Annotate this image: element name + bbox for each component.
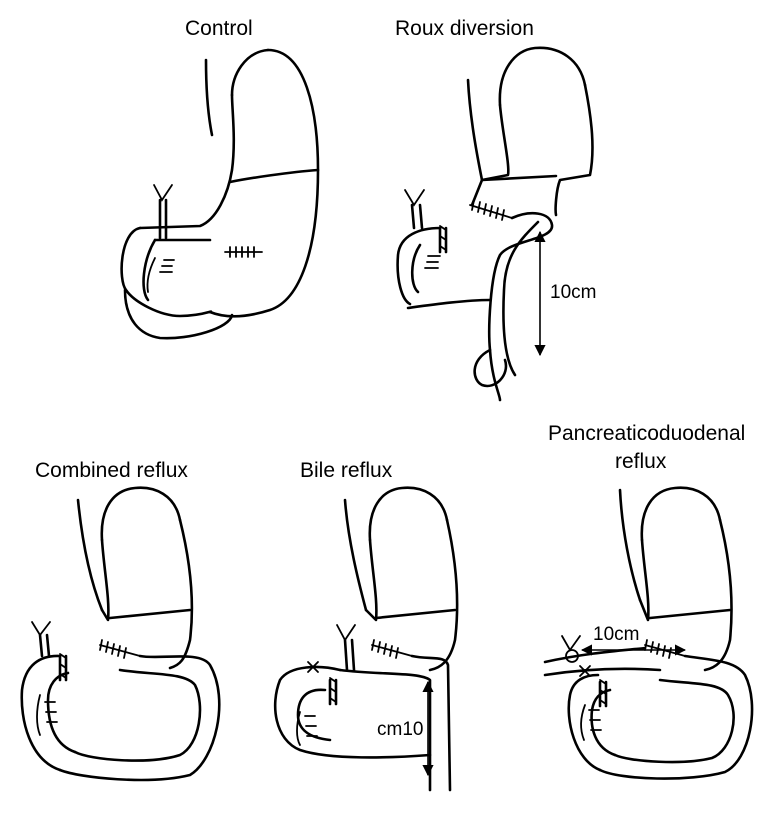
roux-measure-label: 10cm [550, 282, 596, 303]
control-stomach-drawing [122, 50, 318, 338]
pancreatico-title-line1: Pancreaticoduodenal [548, 422, 745, 445]
pancreatico-measure-label: 10cm [593, 624, 639, 645]
bile-title: Bile reflux [300, 459, 393, 482]
panel-bile: Bile reflux cm10 [275, 459, 457, 790]
combined-title: Combined reflux [35, 459, 188, 482]
panel-combined: Combined reflux [22, 459, 220, 780]
pancreatico-stomach-drawing [545, 488, 752, 779]
roux-stomach-drawing [398, 48, 593, 400]
pancreatico-title-line2: reflux [615, 450, 667, 473]
combined-stomach-drawing [22, 488, 220, 780]
panel-roux: Roux diversion [395, 17, 596, 400]
roux-title: Roux diversion [395, 17, 534, 40]
panel-control: Control [122, 17, 318, 338]
panel-pancreatico: Pancreaticoduodenal reflux [545, 422, 752, 779]
bile-stomach-drawing [275, 488, 457, 790]
control-title: Control [185, 17, 253, 40]
bile-measure-label: cm10 [377, 719, 423, 740]
